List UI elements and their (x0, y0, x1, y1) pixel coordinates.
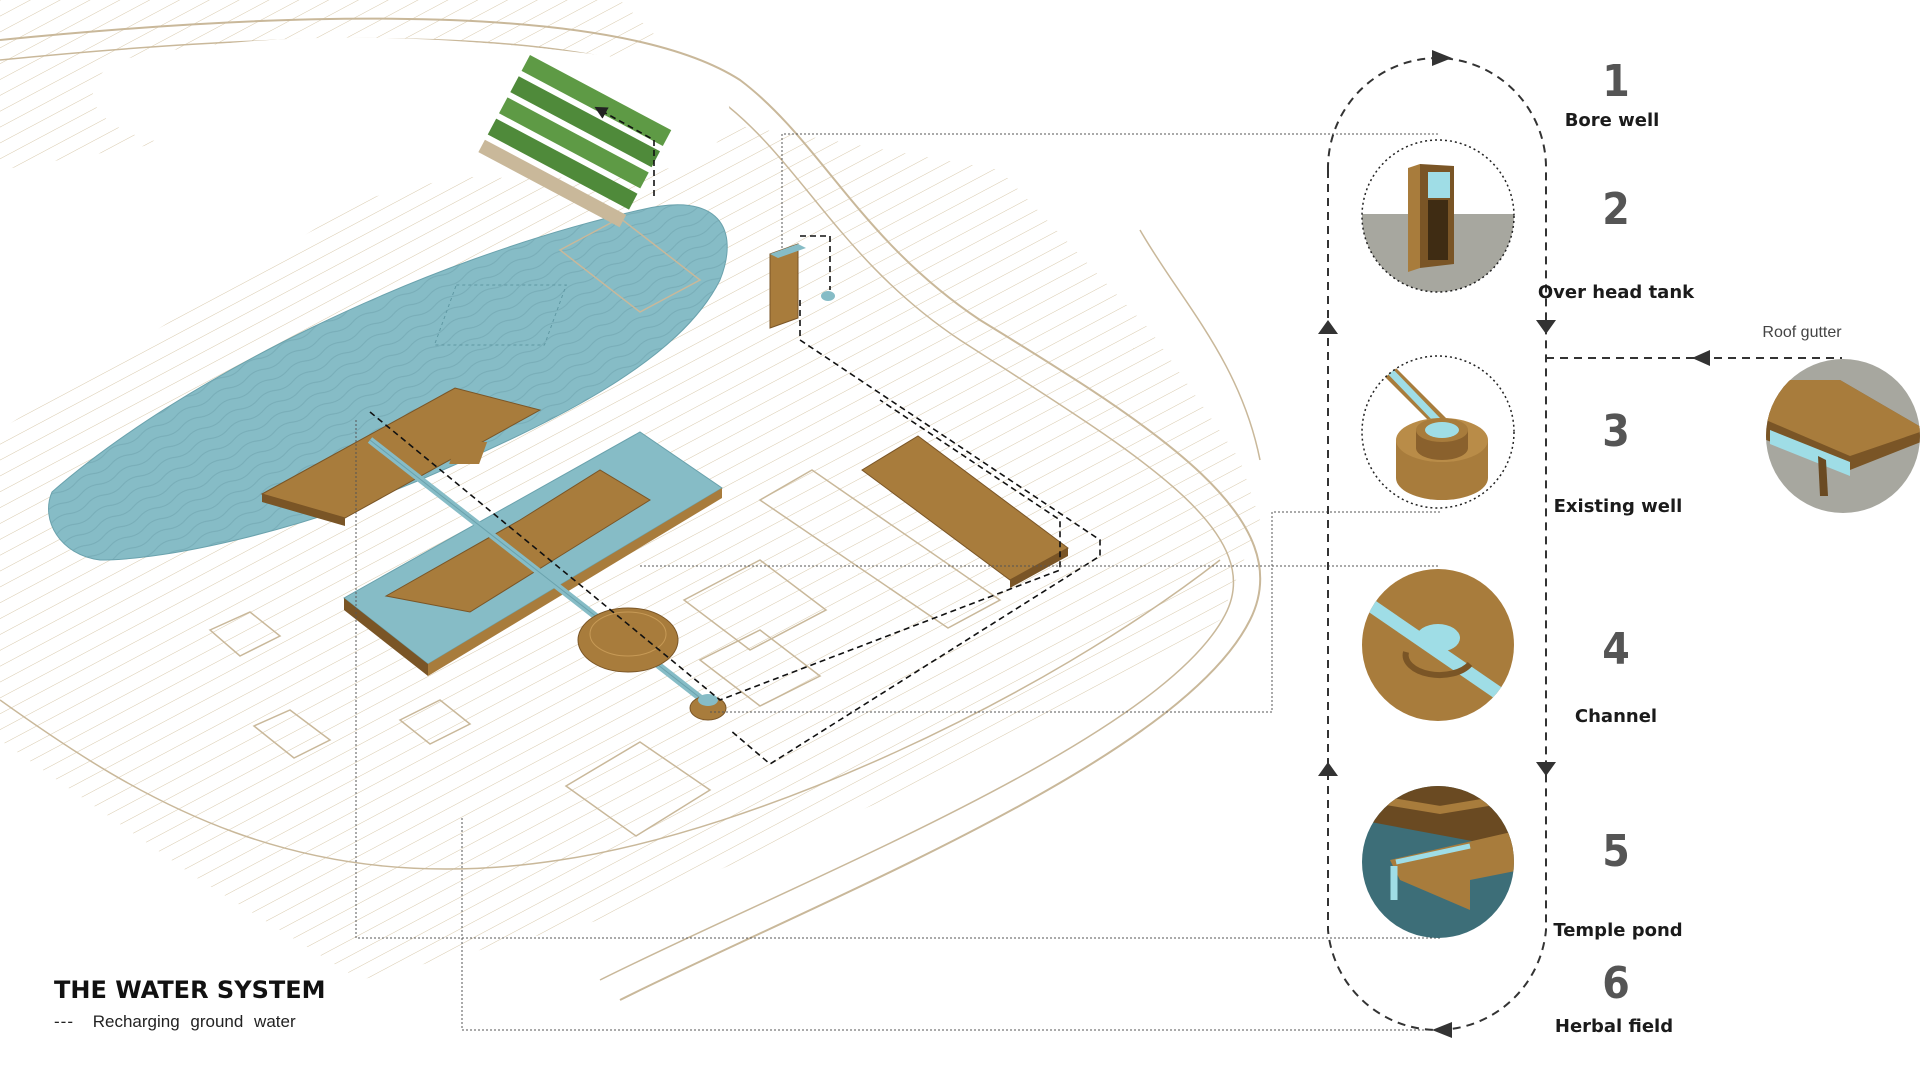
step-label-6: Herbal field (1555, 1016, 1673, 1037)
step-2: 2 Over head tank (1538, 184, 1695, 303)
cycle-arrows (1318, 50, 1710, 1038)
recharge-flow-site (369, 106, 1101, 765)
step-6: 6 Herbal field (1555, 958, 1673, 1037)
arrow-left-1 (1318, 320, 1338, 334)
legend-label: Recharging ground water (92, 1012, 296, 1031)
roof-gutter-label: Roof gutter (1762, 324, 1842, 341)
herbal-field (478, 54, 672, 228)
step-1: 1 Bore well (1565, 56, 1660, 131)
step-label-1: Bore well (1565, 110, 1660, 131)
step-number-5: 5 (1602, 826, 1630, 877)
step-number-3: 3 (1602, 406, 1630, 457)
step-label-2: Over head tank (1538, 282, 1695, 303)
legend: --- Recharging ground water (54, 1012, 296, 1032)
detail-circle-overhead-tank (1361, 139, 1515, 293)
round-plaza (577, 607, 679, 673)
step-number-6: 6 (1602, 958, 1630, 1009)
step-3: 3 Existing well (1554, 406, 1683, 517)
site-boundary-right (1139, 229, 1261, 461)
step-label-3: Existing well (1554, 496, 1683, 517)
detail-circle-channel (1362, 569, 1514, 721)
arrow-right-2 (1536, 762, 1556, 776)
arrow-gutter (1692, 350, 1710, 366)
step-number-1: 1 (1602, 56, 1630, 107)
arrow-left-2 (1318, 762, 1338, 776)
arrow-bottom (1432, 1022, 1452, 1038)
step-label-5: Temple pond (1553, 920, 1682, 941)
detail-circle-existing-well (1361, 355, 1515, 509)
arrow-top (1432, 50, 1452, 66)
pond-grid (433, 284, 567, 346)
step-label-4: Channel (1575, 706, 1657, 727)
overhead-tank-plan (769, 243, 835, 329)
step-number-4: 4 (1602, 624, 1630, 675)
arrow-right-1 (1536, 320, 1556, 334)
step-5: 5 Temple pond (1553, 826, 1682, 941)
leader-lines (355, 133, 1440, 1031)
diagram-title: THE WATER SYSTEM (54, 976, 326, 1004)
detail-circle-temple-pond (1362, 786, 1514, 938)
outline-buildings (208, 217, 1002, 837)
temple-building (384, 469, 651, 613)
site-road (0, 17, 1262, 1001)
site-plan (0, 0, 1262, 1001)
step-4: 4 Channel (1575, 624, 1657, 727)
step-number-2: 2 (1602, 184, 1630, 235)
legend-dash-symbol: --- (54, 1012, 74, 1031)
site-road-edge (0, 37, 1235, 981)
site-boundary (0, 559, 1221, 870)
detail-circle-roof-gutter (1766, 359, 1920, 513)
lake-platform (260, 387, 542, 519)
